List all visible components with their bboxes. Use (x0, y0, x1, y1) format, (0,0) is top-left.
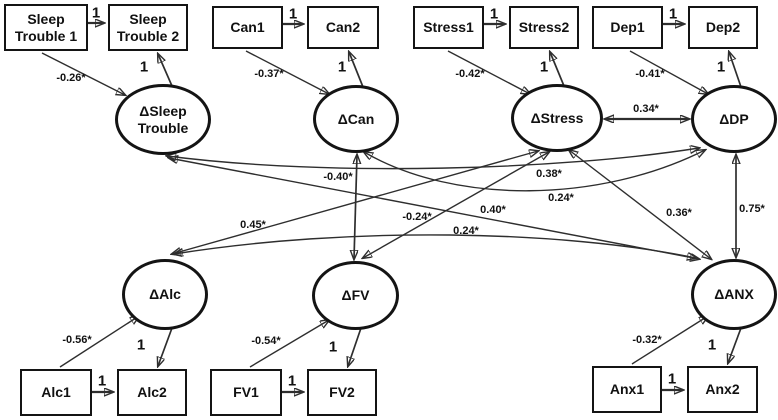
edge-sleep1-dsleep (41, 52, 125, 95)
edge-dsleep-sleep2 (158, 54, 173, 87)
latent-delta-can: ΔCan (313, 85, 399, 153)
node-label: Anx2 (705, 381, 740, 398)
latent-delta-dp: ΔDP (691, 85, 777, 153)
coef-dcan-ddp: 0.24* (548, 192, 574, 204)
coef-can1-dcan: -0.37* (254, 68, 284, 80)
node-label: Can1 (230, 19, 265, 36)
observed-sleep-trouble-2: Sleep Trouble 2 (108, 4, 188, 51)
latent-delta-alc: ΔAlc (122, 259, 208, 330)
loading-label-alc1-alc2: 1 (97, 372, 107, 390)
coef-dcan-dfv: -0.40* (323, 171, 353, 183)
coef-fv1-dfv: -0.54* (251, 335, 281, 347)
loading-label-sleep1-sleep2: 1 (91, 4, 101, 22)
node-label: Dep1 (610, 19, 645, 36)
observed-dep2: Dep2 (688, 6, 758, 49)
edge-dcan-can2 (349, 52, 364, 88)
node-label: FV1 (233, 384, 259, 401)
observed-fv2: FV2 (307, 369, 377, 416)
coef-anx1-danx: -0.32* (632, 334, 662, 346)
edge-alc1-dalc (59, 316, 139, 368)
node-label: Dep2 (705, 19, 741, 36)
node-label: FV2 (329, 384, 355, 401)
node-label: ΔAlc (149, 286, 181, 303)
node-label: Sleep Trouble 2 (116, 10, 180, 44)
edge-stress1-dstress (447, 50, 530, 94)
edge-dsleep-ddp (167, 148, 699, 170)
coef-dalc-danx: 0.24* (453, 225, 479, 237)
edge-dstress-danx (569, 150, 711, 259)
coef-alc1-dalc: -0.56* (62, 334, 92, 346)
coef-dstress-dalc: 0.45* (240, 219, 266, 231)
node-label: Alc2 (137, 384, 167, 401)
edge-dfv-fv2 (348, 327, 362, 366)
observed-alc2: Alc2 (117, 369, 187, 416)
node-label: ΔANX (714, 286, 754, 303)
latent-delta-sleep-trouble: ΔSleep Trouble (115, 84, 211, 155)
node-label: Stress2 (518, 19, 570, 36)
loading-label-dstress-stress2: 1 (539, 58, 549, 76)
node-label: ΔSleep Trouble (137, 102, 189, 136)
edge-dalc-alc2 (158, 327, 173, 366)
edge-anx1-danx (631, 316, 708, 365)
loading-label-can1-can2: 1 (288, 5, 298, 23)
latent-delta-anx: ΔANX (691, 259, 777, 330)
observed-can1: Can1 (212, 6, 283, 49)
loading-label-dsleep-sleep2: 1 (139, 58, 149, 76)
edge-dstress-stress2 (550, 52, 565, 87)
edge-dcan-ddp (364, 150, 705, 192)
observed-can2: Can2 (307, 6, 379, 49)
observed-anx2: Anx2 (687, 366, 758, 413)
edge-dalc-danx (174, 234, 696, 258)
observed-sleep-trouble-1: Sleep Trouble 1 (4, 4, 88, 51)
node-label: ΔDP (719, 110, 749, 127)
coef-stress1-dstress: -0.42* (455, 68, 485, 80)
node-label: ΔCan (337, 110, 375, 127)
coef-ddp-danx: 0.75* (739, 203, 765, 215)
loading-label-dfv-fv2: 1 (328, 338, 338, 356)
loading-label-stress1-stress2: 1 (489, 5, 499, 23)
edge-fv1-dfv (249, 320, 329, 368)
node-label: ΔStress (530, 109, 584, 126)
node-label: Sleep Trouble 1 (14, 10, 78, 44)
loading-label-dalc-alc2: 1 (136, 336, 146, 354)
loading-label-danx-anx2: 1 (707, 336, 717, 354)
coef-dstress-danx: 0.36* (666, 207, 692, 219)
loading-label-ddp-dep2: 1 (716, 58, 726, 76)
edge-ddp-dep2 (729, 52, 742, 88)
edge-can1-dcan (245, 50, 329, 94)
node-label: Anx1 (609, 381, 645, 398)
latent-delta-stress: ΔStress (511, 84, 603, 152)
edge-dstress-dfv (363, 152, 549, 258)
coef-dsleep-ddp: 0.38* (536, 168, 562, 180)
edge-dcan-dfv (354, 155, 357, 259)
node-label: ΔFV (341, 287, 370, 304)
node-label: Can2 (325, 19, 361, 36)
observed-fv1: FV1 (210, 369, 282, 416)
latent-delta-fv: ΔFV (312, 261, 399, 330)
loading-label-anx1-anx2: 1 (667, 370, 677, 388)
coef-dstress-dfv: -0.24* (402, 211, 432, 223)
loading-label-dcan-can2: 1 (337, 58, 347, 76)
coef-dstress-ddp: 0.34* (633, 103, 659, 115)
node-label: Alc1 (41, 384, 71, 401)
coef-sleep1-dsleep: -0.26* (56, 72, 86, 84)
observed-dep1: Dep1 (592, 6, 663, 49)
observed-stress2: Stress2 (509, 6, 579, 49)
node-label: Stress1 (423, 19, 474, 36)
observed-stress1: Stress1 (413, 6, 484, 49)
edge-danx-anx2 (728, 327, 742, 363)
edge-dep1-ddp (629, 50, 708, 94)
coef-dsleep-danx: 0.40* (480, 204, 506, 216)
observed-anx1: Anx1 (592, 366, 662, 413)
loading-label-dep1-dep2: 1 (668, 5, 678, 23)
coef-dep1-ddp: -0.41* (635, 68, 665, 80)
loading-label-fv1-fv2: 1 (287, 372, 297, 390)
observed-alc1: Alc1 (20, 369, 92, 416)
